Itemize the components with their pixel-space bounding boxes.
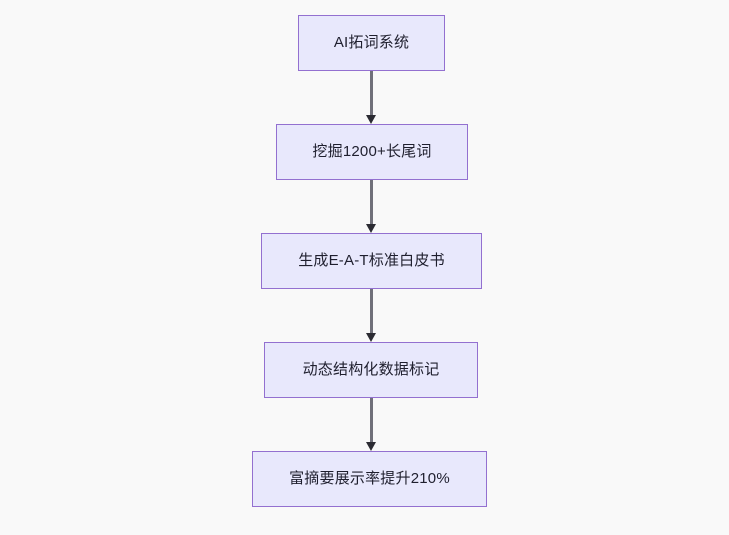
- flow-node-label: 挖掘1200+长尾词: [312, 143, 432, 161]
- edge-line: [369, 398, 373, 443]
- flow-node-label: 生成E-A-T标准白皮书: [298, 252, 445, 270]
- flow-node-label: 富摘要展示率提升210%: [289, 470, 450, 488]
- edge-line: [369, 71, 373, 116]
- flow-node-generate-eat-whitepaper[interactable]: 生成E-A-T标准白皮书: [261, 233, 482, 289]
- arrowhead-icon: [366, 333, 376, 342]
- flow-node-label: 动态结构化数据标记: [302, 361, 440, 379]
- flow-node-rich-snippet-impression-lift[interactable]: 富摘要展示率提升210%: [252, 451, 487, 507]
- flow-node-label: AI拓词系统: [333, 34, 410, 52]
- arrowhead-icon: [366, 115, 376, 124]
- flow-node-mine-longtail-keywords[interactable]: 挖掘1200+长尾词: [276, 124, 468, 180]
- edge-line: [369, 289, 373, 334]
- flow-node-dynamic-structured-data-markup[interactable]: 动态结构化数据标记: [264, 342, 478, 398]
- edge-line: [369, 180, 373, 225]
- arrowhead-icon: [366, 224, 376, 233]
- arrowhead-icon: [366, 442, 376, 451]
- flow-node-ai-keyword-system[interactable]: AI拓词系统: [298, 15, 445, 71]
